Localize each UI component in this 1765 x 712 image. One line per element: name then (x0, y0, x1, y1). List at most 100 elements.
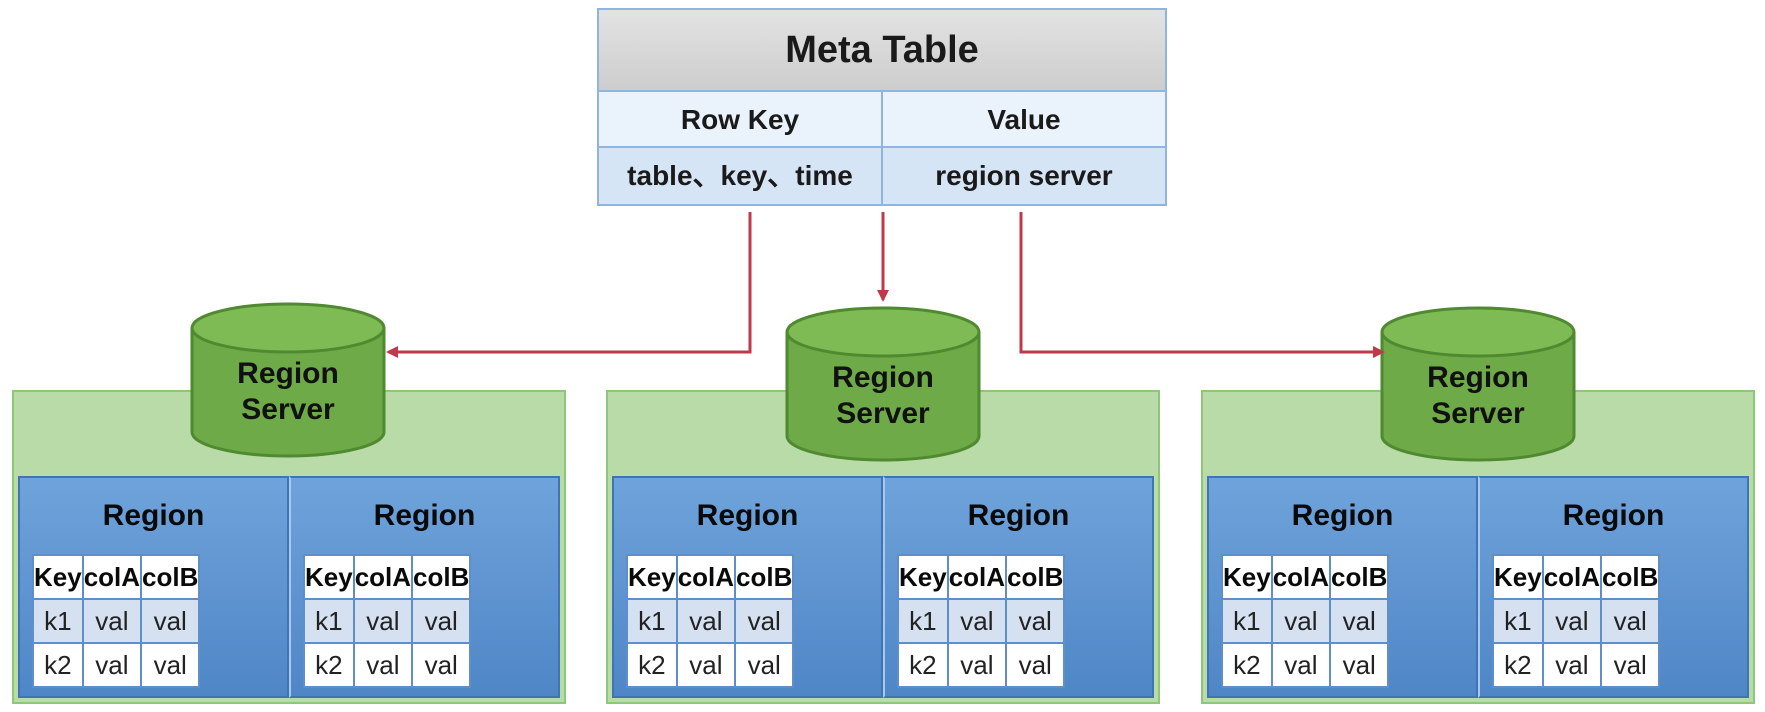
database-icon (1380, 306, 1576, 462)
column-header: colA (946, 554, 1008, 600)
table-cell: k2 (1492, 642, 1544, 688)
column-header: colB (1005, 554, 1066, 600)
table-cell: val (1541, 598, 1603, 644)
table-cell: val (1600, 598, 1661, 644)
region-title: Region (1291, 499, 1394, 532)
table-cell: val (140, 642, 201, 688)
table-cell: k1 (303, 598, 355, 644)
table-cell: val (411, 642, 472, 688)
table-cell: val (411, 598, 472, 644)
meta-cell-row-key: table、key、time (599, 148, 881, 204)
region-server-cylinder-1: Region Server (188, 300, 388, 460)
table-cell: val (1600, 642, 1661, 688)
table-cell: k1 (1492, 598, 1544, 644)
meta-table-title: Meta Table (599, 10, 1165, 92)
meta-cell-value: region server (881, 148, 1165, 204)
region-title: Region (696, 499, 799, 532)
table-cell: val (1329, 598, 1390, 644)
table-cell: val (946, 642, 1008, 688)
table-cell: val (352, 598, 414, 644)
table-cell: val (1270, 642, 1332, 688)
region-server-cylinder-2: Region Server (783, 304, 983, 464)
column-header: colB (140, 554, 201, 600)
table-cell: val (1329, 642, 1390, 688)
table-cell: k1 (626, 598, 678, 644)
server-label-line-1: Region (237, 357, 339, 390)
region-title: Region (967, 499, 1070, 532)
region-server-cylinder-3: Region Server (1378, 304, 1578, 464)
column-header: colA (1541, 554, 1603, 600)
table-cell: val (1541, 642, 1603, 688)
table-cell: val (352, 642, 414, 688)
region-title: Region (1562, 499, 1665, 532)
table-cell: k1 (32, 598, 84, 644)
server-label-line-1: Region (1427, 361, 1529, 394)
table-cell: val (81, 642, 143, 688)
server-label-line-2: Server (1431, 397, 1525, 430)
arrow-to-right-server (1019, 212, 1385, 358)
column-header: colA (81, 554, 143, 600)
column-header: Key (32, 554, 84, 600)
column-header: Key (626, 554, 678, 600)
meta-table-header-row: Row Key Value (599, 92, 1165, 148)
server-label-line-1: Region (832, 361, 934, 394)
column-header: colA (352, 554, 414, 600)
column-header: colB (411, 554, 472, 600)
server-label-line-2: Server (836, 397, 930, 430)
database-icon (785, 306, 981, 462)
meta-table: Meta Table Row Key Value table、key、time … (597, 8, 1167, 206)
table-cell: val (140, 598, 201, 644)
meta-table-data-row: table、key、time region server (599, 148, 1165, 204)
column-header: colA (1270, 554, 1332, 600)
server-label-line-2: Server (241, 393, 335, 426)
table-cell: k2 (626, 642, 678, 688)
column-header: Key (897, 554, 949, 600)
table-cell: val (734, 598, 795, 644)
region-title: Region (102, 499, 205, 532)
table-cell: k2 (1221, 642, 1273, 688)
meta-header-value: Value (881, 92, 1165, 148)
table-cell: k2 (32, 642, 84, 688)
arrow-to-left-server (386, 212, 752, 358)
column-header: Key (1492, 554, 1544, 600)
table-cell: val (946, 598, 1008, 644)
column-header: Key (1221, 554, 1273, 600)
table-cell: k2 (897, 642, 949, 688)
column-header: colB (1600, 554, 1661, 600)
table-cell: k1 (897, 598, 949, 644)
table-cell: k1 (1221, 598, 1273, 644)
column-header: colB (1329, 554, 1390, 600)
table-cell: val (734, 642, 795, 688)
column-header: colB (734, 554, 795, 600)
table-cell: k2 (303, 642, 355, 688)
column-header: colA (675, 554, 737, 600)
table-cell: val (1005, 642, 1066, 688)
table-cell: val (675, 598, 737, 644)
